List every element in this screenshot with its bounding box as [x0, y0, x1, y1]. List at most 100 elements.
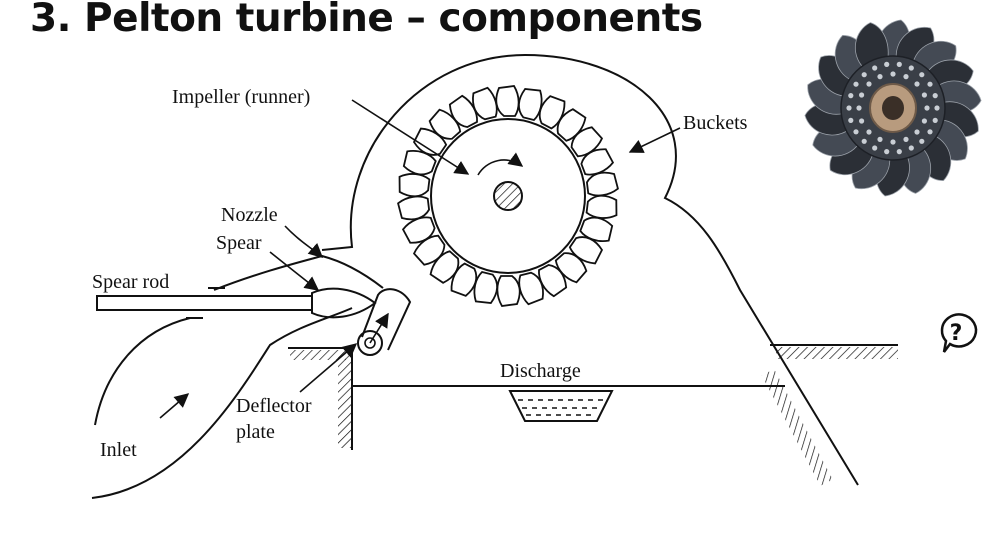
- photo-bolt: [932, 117, 938, 123]
- label-discharge: Discharge: [500, 360, 581, 382]
- inlet-flow-arrow: [159, 393, 190, 419]
- runner-bucket: [397, 195, 430, 221]
- photo-bolt: [896, 61, 902, 67]
- label-spear-rod: Spear rod: [92, 271, 169, 293]
- photo-bolt: [919, 72, 925, 78]
- photo-bolt: [853, 81, 859, 87]
- photo-bolt: [896, 149, 902, 155]
- deflector-leader: [299, 343, 358, 393]
- photo-bolt: [846, 105, 852, 111]
- photo-bolt: [890, 71, 896, 77]
- photo-bolt: [884, 61, 890, 67]
- inlet-pipe-inner: [91, 307, 353, 499]
- buckets-leader: [628, 127, 681, 153]
- deflector-pivot-inner: [364, 337, 376, 349]
- spear-tip: [311, 287, 377, 319]
- photo-bolt: [859, 92, 865, 98]
- runner-bucket: [586, 171, 619, 197]
- right-slope-hatch: [761, 368, 833, 486]
- runner-bucket: [401, 216, 436, 244]
- runner-bucket: [429, 250, 460, 284]
- spear-leader: [269, 251, 320, 291]
- deflector-plate: [361, 288, 412, 351]
- impeller-leader: [351, 99, 470, 175]
- runner-bucket: [448, 94, 478, 128]
- slide-title: 3. Pelton turbine – components: [30, 0, 703, 41]
- photo-bolt: [903, 136, 909, 142]
- runner-disc: [430, 118, 586, 274]
- photo-bolt: [853, 129, 859, 135]
- runner-bucket: [402, 149, 437, 176]
- label-buckets: Buckets: [683, 112, 748, 134]
- buckets: [397, 85, 619, 307]
- nozzle-body: [213, 254, 384, 291]
- runner-bucket: [570, 126, 604, 158]
- photo-bolt: [866, 81, 872, 87]
- deflector-pivot: [357, 330, 383, 356]
- inlet-pipe-outer: [94, 317, 191, 426]
- photo-bolt: [861, 138, 867, 144]
- photo-bolt: [872, 145, 878, 151]
- runner: [397, 85, 619, 307]
- discharge-water: [518, 399, 604, 416]
- photo-bolt: [934, 105, 940, 111]
- help-button[interactable]: ?: [940, 313, 978, 353]
- casing: [321, 53, 859, 486]
- deflector-arrow: [369, 312, 389, 344]
- photo-hub-bore: [882, 96, 904, 120]
- runner-bucket: [518, 88, 543, 121]
- runner-bucket: [473, 271, 498, 304]
- question-mark-icon: [940, 313, 978, 353]
- runner-bucket: [450, 262, 478, 297]
- photo-bolt: [861, 72, 867, 78]
- nozzle-leader: [284, 225, 324, 258]
- label-deflector-line2: plate: [236, 421, 275, 443]
- left-ground-hatch: [290, 350, 346, 360]
- runner-bucket: [495, 85, 520, 117]
- photo-bolt: [927, 129, 933, 135]
- photo-bolt: [908, 145, 914, 151]
- runner-bucket: [579, 216, 614, 243]
- discharge-channel: [508, 390, 614, 422]
- question-mark-glyph: ?: [950, 321, 963, 346]
- pelton-runner-photo: [804, 19, 982, 197]
- runner-bucket: [472, 86, 498, 121]
- photo-bolt: [908, 65, 914, 71]
- runner-bucket: [412, 234, 446, 266]
- runner-bucket: [428, 108, 462, 140]
- photo-bucket: [854, 22, 889, 69]
- shaft: [493, 181, 523, 211]
- photo-bolt: [927, 81, 933, 87]
- photo-bolt: [848, 117, 854, 123]
- runner-bucket: [398, 173, 431, 198]
- photo-bolt: [872, 65, 878, 71]
- runner-bucket: [556, 108, 587, 142]
- photo-bolt: [890, 139, 896, 145]
- photo-bolt: [877, 74, 883, 80]
- runner-bucket: [580, 148, 615, 176]
- photo-bolts: [846, 61, 940, 155]
- photo-bolt: [921, 118, 927, 124]
- photo-bolt: [859, 118, 865, 124]
- photo-bolt: [848, 93, 854, 99]
- tailrace-wall-hatch: [338, 352, 352, 448]
- label-inlet: Inlet: [100, 439, 137, 461]
- right-ground-hatch: [776, 347, 898, 359]
- label-nozzle: Nozzle: [221, 204, 278, 226]
- photo-bolt: [903, 74, 909, 80]
- photo-bolt: [919, 138, 925, 144]
- label-spear: Spear: [216, 232, 262, 254]
- photo-bolt: [924, 105, 930, 111]
- photo-bolt: [932, 93, 938, 99]
- runner-bucket: [585, 194, 618, 219]
- photo-bolt: [914, 129, 920, 135]
- rotation-arrow: [477, 152, 524, 176]
- runner-bucket: [538, 264, 568, 298]
- label-deflector-line1: Deflector: [236, 395, 312, 417]
- runner-bucket: [554, 252, 588, 284]
- spear-rod: [96, 295, 313, 311]
- photo-bolt: [866, 129, 872, 135]
- runner-bucket: [496, 275, 521, 307]
